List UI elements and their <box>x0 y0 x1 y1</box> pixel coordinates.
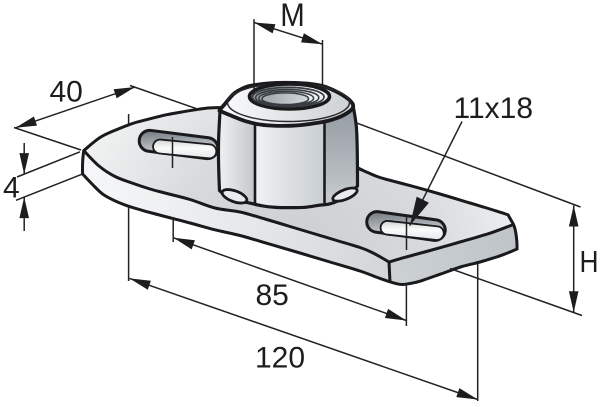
svg-text:4: 4 <box>3 172 20 205</box>
svg-text:120: 120 <box>255 341 305 374</box>
svg-text:M: M <box>280 0 305 33</box>
svg-text:40: 40 <box>50 76 83 109</box>
svg-text:H: H <box>580 245 599 279</box>
svg-text:11x18: 11x18 <box>454 92 534 125</box>
svg-text:85: 85 <box>256 279 289 312</box>
